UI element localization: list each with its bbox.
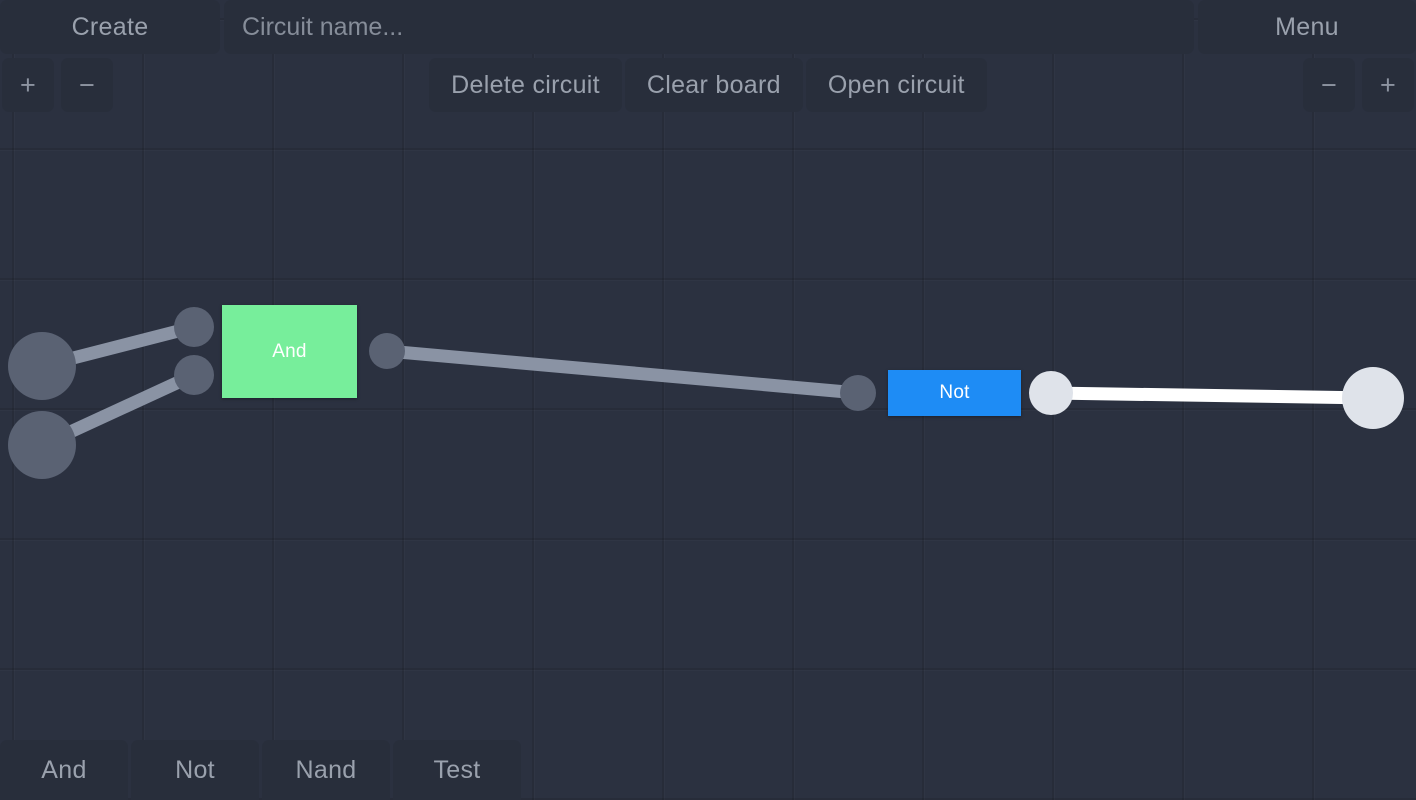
palette-item-test[interactable]: Test	[393, 740, 521, 800]
wire-and-to-not[interactable]	[386, 344, 859, 400]
input-node-a[interactable]	[8, 332, 76, 400]
palette-item-and[interactable]: And	[0, 740, 128, 800]
palette-item-not[interactable]: Not	[131, 740, 259, 800]
and-output[interactable]	[369, 333, 405, 369]
zoom-in-button-left[interactable]: +	[2, 58, 54, 112]
zoom-in-button-right[interactable]: +	[1362, 58, 1414, 112]
and-input-2[interactable]	[174, 355, 214, 395]
delete-circuit-button[interactable]: Delete circuit	[429, 58, 622, 112]
circuit-name-input[interactable]	[224, 0, 1194, 54]
clear-board-button[interactable]: Clear board	[624, 58, 803, 112]
zoom-out-button-right[interactable]: −	[1303, 58, 1355, 112]
gate-label: And	[272, 340, 307, 362]
and-input-1[interactable]	[174, 307, 214, 347]
wire-not-to-out[interactable]	[1050, 386, 1374, 405]
menu-button[interactable]: Menu	[1198, 0, 1416, 54]
input-node-b[interactable]	[8, 411, 76, 479]
not-output[interactable]	[1029, 371, 1073, 415]
gate-not[interactable]: Not	[888, 370, 1021, 416]
gate-label: Not	[939, 382, 970, 403]
zoom-out-button-left[interactable]: −	[61, 58, 113, 112]
gate-and[interactable]: And	[222, 305, 357, 398]
palette-item-nand[interactable]: Nand	[262, 740, 390, 800]
top-toolbar-primary: Create Menu	[0, 0, 1416, 56]
not-input[interactable]	[840, 375, 876, 411]
open-circuit-button[interactable]: Open circuit	[805, 58, 987, 112]
output-node[interactable]	[1342, 367, 1404, 429]
create-circuit-button[interactable]: Create	[0, 0, 220, 54]
